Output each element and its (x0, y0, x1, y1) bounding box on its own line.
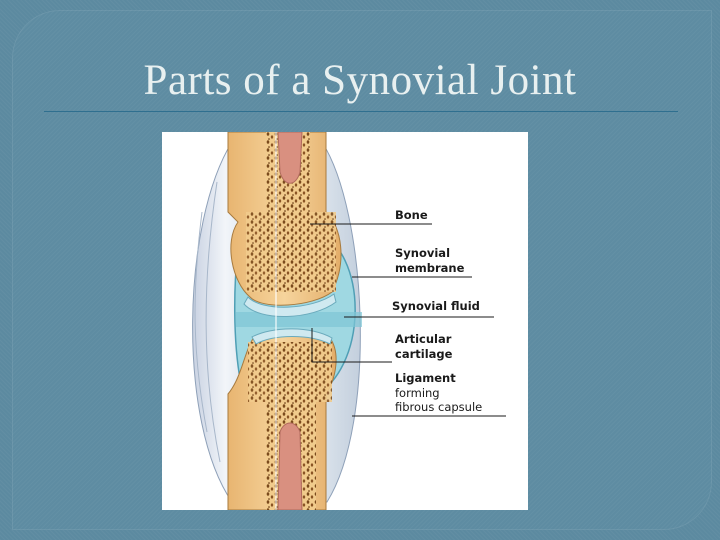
label-synovial-membrane-1: Synovial (395, 246, 451, 260)
slide-panel (12, 10, 712, 530)
label-bone: Bone (395, 208, 428, 222)
label-articular-cartilage-1: Articular (395, 332, 452, 346)
joint-illustration (192, 132, 506, 510)
label-synovial-membrane-2: membrane (395, 261, 465, 275)
title-divider (44, 111, 678, 112)
label-synovial-fluid: Synovial fluid (392, 299, 480, 313)
label-articular-cartilage-2: cartilage (395, 347, 453, 361)
label-ligament-3: fibrous capsule (395, 400, 483, 414)
page-title: Parts of a Synovial Joint (143, 57, 577, 104)
label-ligament-2: forming (395, 386, 440, 400)
label-ligament-1: Ligament (395, 371, 456, 385)
synovial-joint-diagram: Bone Synovial membrane Synovial fluid Ar… (162, 132, 528, 510)
